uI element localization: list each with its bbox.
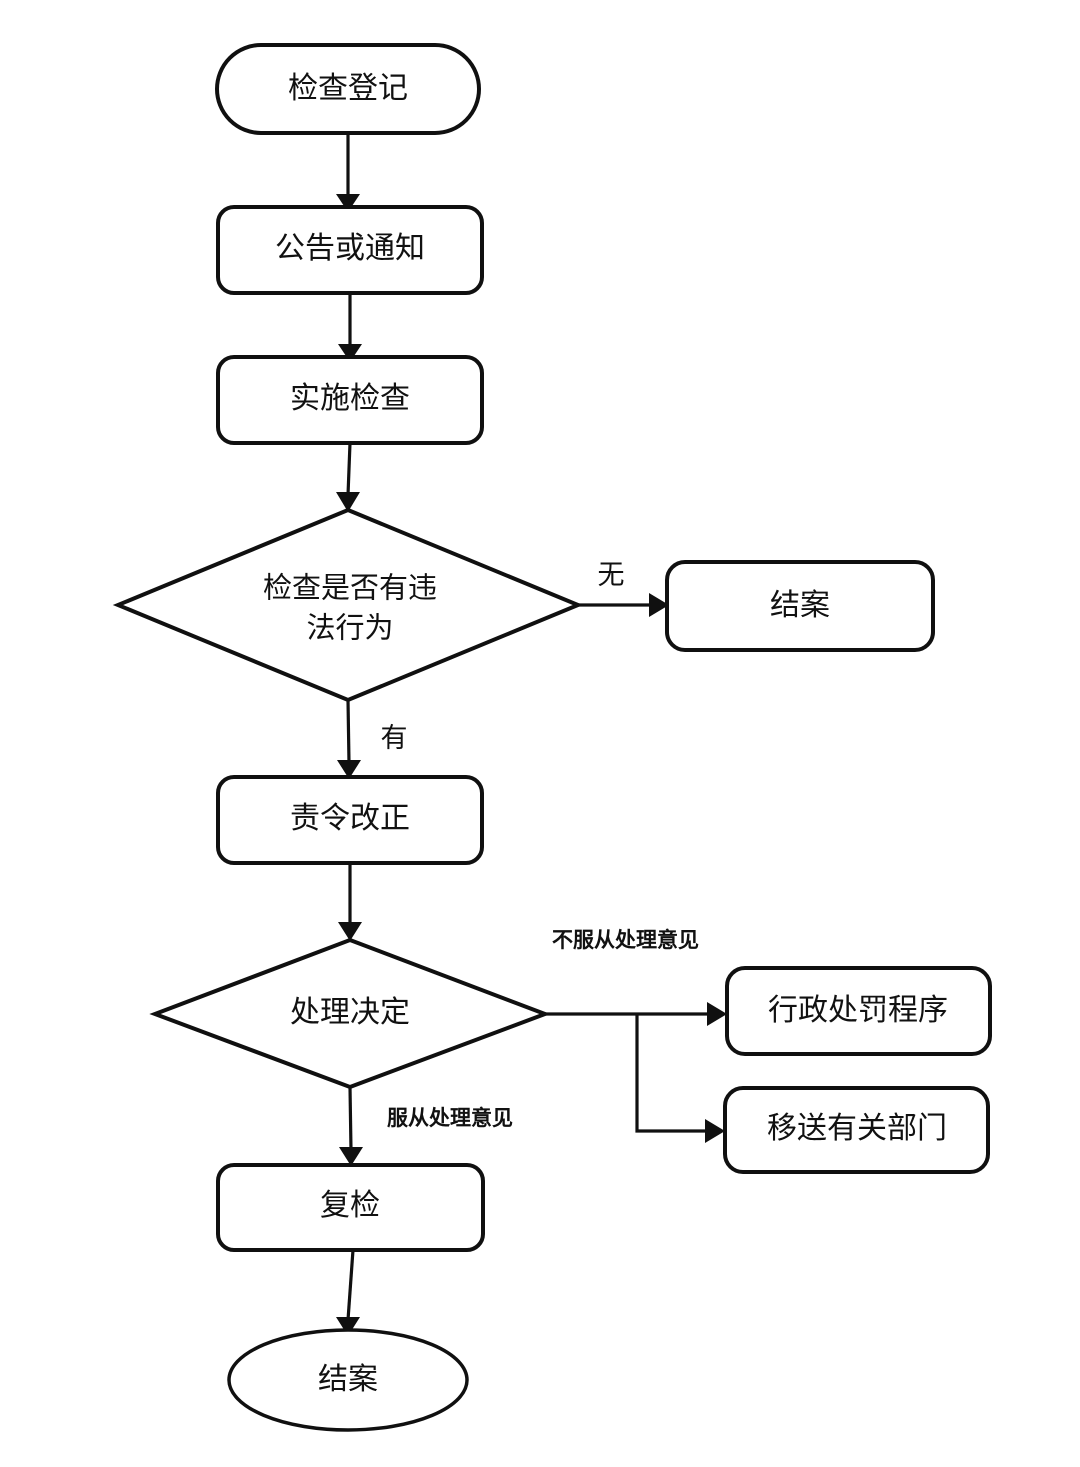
edge-line: [346, 699, 351, 764]
arrowhead-icon: [339, 1147, 363, 1166]
node-shape-stadium: [215, 43, 481, 135]
edge-correction-to-decision2: [338, 863, 362, 941]
edge-line: [635, 1014, 708, 1133]
edge-line: [346, 1249, 355, 1321]
node-reinspection[interactable]: 复检: [216, 1163, 485, 1252]
node-shape-diamond: [149, 937, 551, 1090]
node-shape-rounded-rect: [665, 560, 935, 652]
node-transfer-to-department[interactable]: 移送有关部门: [723, 1086, 990, 1174]
node-label-line2: 法行为: [306, 612, 393, 645]
edge-inspect-to-decision1: [336, 442, 360, 512]
node-conduct-inspection[interactable]: 实施检查: [216, 355, 484, 445]
edge-label-refuse: 不服从处理意见: [552, 928, 699, 952]
arrowhead-icon: [338, 344, 362, 362]
node-shape-rounded-rect: [216, 205, 484, 295]
edge-decision2-to-penalty-and-transfer: 不服从处理意见: [545, 928, 727, 1143]
node-shape-rounded-rect: [216, 355, 484, 445]
edge-line: [346, 442, 352, 496]
arrowhead-icon: [337, 760, 361, 779]
arrowhead-icon: [336, 194, 360, 212]
edge-label-none: 无: [598, 560, 625, 590]
node-shape-rounded-rect: [725, 966, 992, 1056]
arrowhead-icon: [336, 1317, 360, 1336]
node-shape-rounded-rect: [216, 775, 484, 865]
node-label: 实施检查: [290, 382, 410, 415]
arrowhead-icon: [336, 492, 360, 512]
node-label: 移送有关部门: [767, 1112, 947, 1145]
node-label: 责令改正: [290, 802, 410, 835]
node-inspection-registration[interactable]: 检查登记: [215, 43, 481, 135]
node-label: 结案: [318, 1363, 378, 1396]
node-case-closed-terminator[interactable]: 结案: [227, 1328, 469, 1432]
node-decision-illegal-act[interactable]: 检查是否有违 法行为: [112, 507, 584, 703]
arrowhead-icon: [649, 593, 669, 617]
edge-decision2-to-recheck: 服从处理意见: [339, 1086, 513, 1166]
node-label: 检查登记: [288, 72, 408, 105]
arrowhead-icon: [705, 1119, 725, 1143]
node-label-line1: 检查是否有违: [263, 572, 437, 605]
node-shape-diamond: [112, 507, 584, 703]
node-shape-rounded-rect: [216, 1163, 485, 1252]
node-shape-rounded-rect: [723, 1086, 990, 1174]
node-decision-handling[interactable]: 处理决定: [149, 937, 551, 1090]
arrowhead-icon: [707, 1002, 727, 1026]
node-label: 公告或通知: [275, 232, 425, 265]
node-order-correction[interactable]: 责令改正: [216, 775, 484, 865]
node-case-closed-box[interactable]: 结案: [665, 560, 935, 652]
edge-decision1-to-correction: 有: [337, 699, 408, 779]
arrowhead-icon: [338, 922, 362, 941]
node-label: 结案: [770, 589, 830, 622]
edge-line: [348, 1086, 353, 1151]
node-announcement-or-notice[interactable]: 公告或通知: [216, 205, 484, 295]
node-label: 行政处罚程序: [768, 994, 948, 1027]
node-shape-ellipse: [227, 1328, 469, 1432]
edge-recheck-to-close: [336, 1249, 360, 1336]
edge-label-found: 有: [381, 723, 408, 753]
node-label: 处理决定: [290, 996, 410, 1029]
edge-label-accept: 服从处理意见: [387, 1106, 513, 1130]
node-administrative-penalty-procedure[interactable]: 行政处罚程序: [725, 966, 992, 1056]
edge-inspection-to-notice: [336, 133, 360, 212]
edge-notice-to-inspect: [338, 293, 362, 362]
node-label: 复检: [320, 1189, 380, 1222]
edge-decision1-to-close-none: 无: [578, 560, 669, 617]
